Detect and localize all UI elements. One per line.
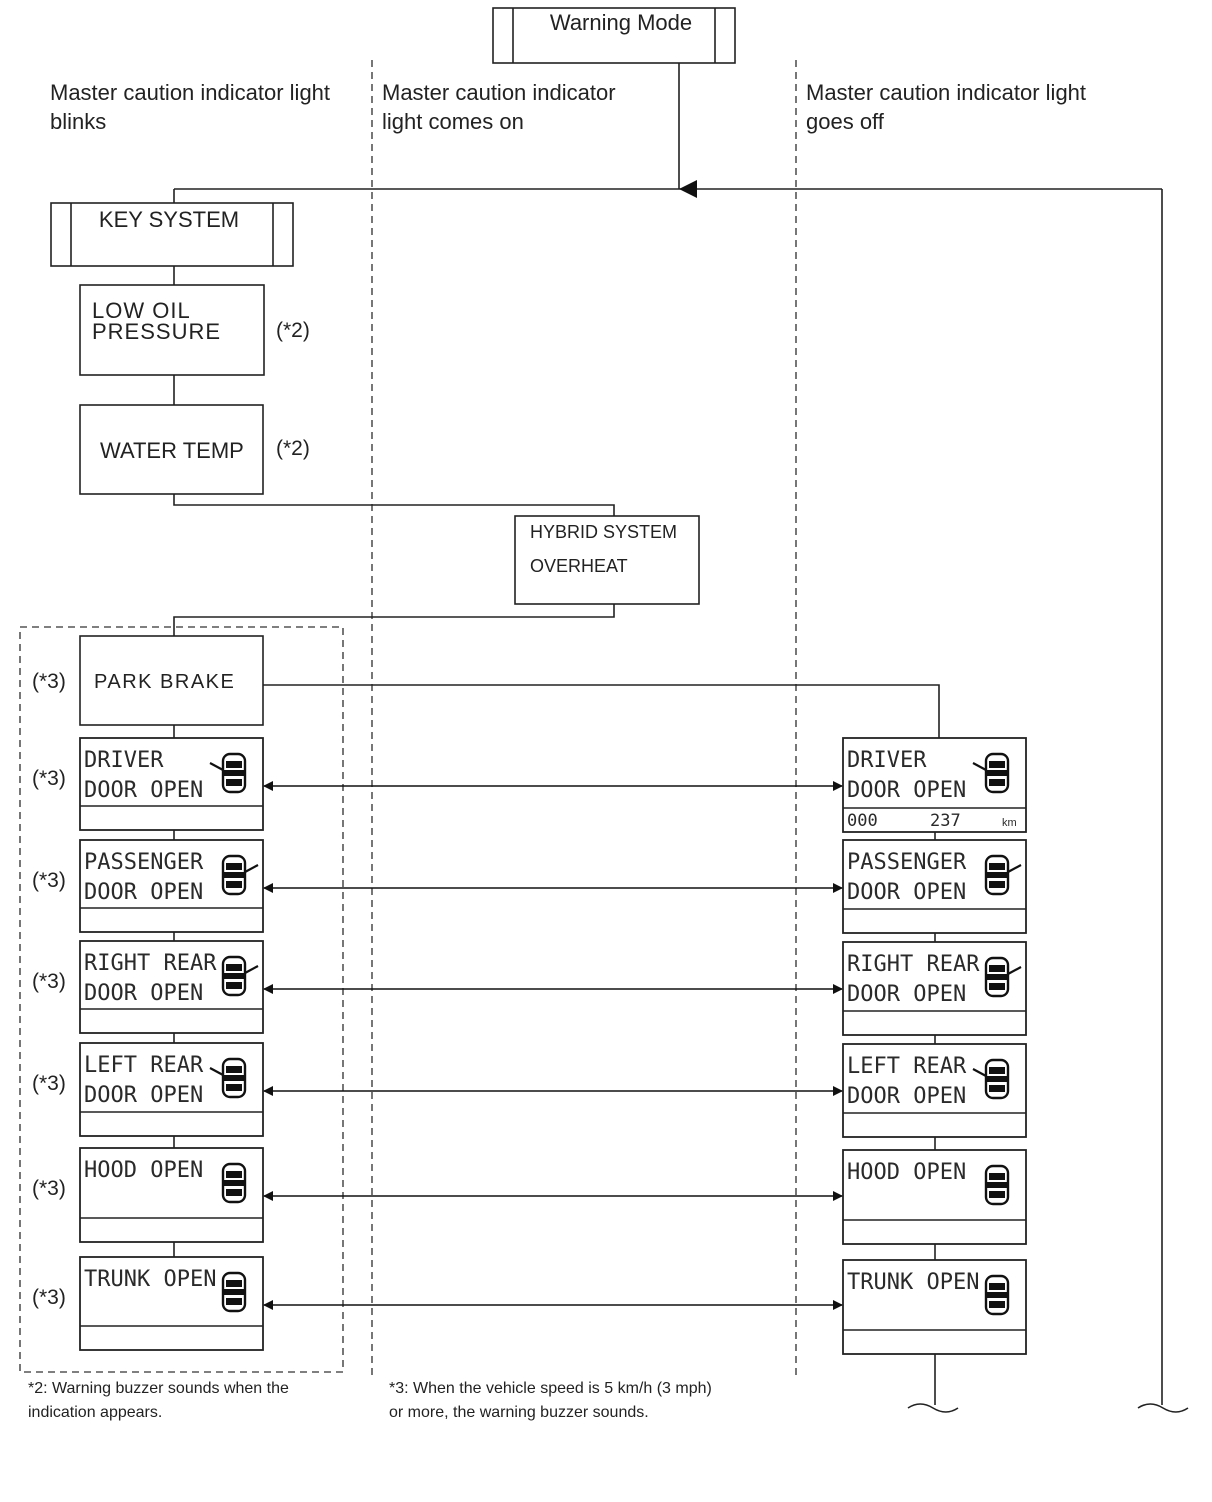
footnote-mark-right-rear: (*3) bbox=[32, 970, 66, 993]
display-left-rear-right: LEFT REAR DOOR OPEN bbox=[842, 1043, 1027, 1138]
display-passenger-left: PASSENGER DOOR OPEN bbox=[79, 839, 264, 933]
header-blinks-line1: Master caution indicator light bbox=[50, 80, 330, 105]
car-icon bbox=[209, 752, 247, 794]
display-driver-left: DRIVER DOOR OPEN bbox=[79, 737, 264, 831]
odometer-value: 237 bbox=[930, 811, 961, 831]
door-warning-group bbox=[19, 626, 344, 1373]
odometer-left: 000 bbox=[847, 811, 878, 831]
low-oil-pressure-box: LOW OIL PRESSURE bbox=[79, 284, 265, 376]
display-passenger-right-line2: DOOR OPEN bbox=[847, 880, 966, 905]
display-driver-right: DRIVER DOOR OPEN 000 237 km bbox=[842, 737, 1027, 833]
park-brake-box: PARK BRAKE bbox=[79, 635, 264, 726]
display-right-rear-left: RIGHT REAR DOOR OPEN bbox=[79, 940, 264, 1034]
hybrid-label-line1: HYBRID SYSTEM bbox=[530, 522, 677, 542]
car-icon bbox=[221, 955, 259, 997]
header-comes-on-line2: light comes on bbox=[382, 109, 524, 134]
display-left-rear-left: LEFT REAR DOOR OPEN bbox=[79, 1042, 264, 1137]
display-passenger-left-line1: PASSENGER bbox=[84, 850, 204, 875]
footnote-2-line1: *2: Warning buzzer sounds when the bbox=[28, 1380, 289, 1397]
car-icon bbox=[221, 854, 259, 896]
display-hood-left-line1: HOOD OPEN bbox=[84, 1158, 203, 1183]
header-goes-off-line2: goes off bbox=[806, 109, 885, 134]
footnote-3-line2: or more, the warning buzzer sounds. bbox=[389, 1404, 649, 1421]
car-icon bbox=[972, 752, 1010, 794]
footnote-mark-passenger: (*3) bbox=[32, 869, 66, 892]
display-driver-right-line1: DRIVER bbox=[847, 748, 927, 773]
display-left-rear-left-line1: LEFT REAR bbox=[84, 1053, 204, 1078]
odometer-unit: km bbox=[1002, 817, 1017, 829]
low-oil-label-line2: PRESSURE bbox=[92, 319, 221, 344]
display-trunk-right-line1: TRUNK OPEN bbox=[847, 1270, 979, 1295]
footnote-mark-left-rear: (*3) bbox=[32, 1072, 66, 1095]
warning-mode-box: Warning Mode bbox=[492, 7, 736, 64]
display-left-rear-right-line1: LEFT REAR bbox=[847, 1054, 967, 1079]
display-passenger-right: PASSENGER DOOR OPEN bbox=[842, 839, 1027, 934]
header-comes-on-line1: Master caution indicator bbox=[382, 80, 616, 105]
footnote-mark-driver: (*3) bbox=[32, 767, 66, 790]
merge-arrow bbox=[679, 180, 697, 198]
water-temp-footnote-mark: (*2) bbox=[276, 437, 310, 460]
car-icon bbox=[984, 956, 1022, 998]
car-icon bbox=[209, 1057, 247, 1099]
display-right-rear-left-line1: RIGHT REAR bbox=[84, 951, 217, 976]
hybrid-label-line2: OVERHEAT bbox=[530, 556, 628, 576]
footnote-mark-trunk: (*3) bbox=[32, 1286, 66, 1309]
car-icon bbox=[221, 1271, 247, 1313]
footnote-3-line1: *3: When the vehicle speed is 5 km/h (3 … bbox=[389, 1380, 712, 1397]
car-icon bbox=[221, 1162, 247, 1204]
car-icon bbox=[984, 1274, 1010, 1316]
car-icon bbox=[984, 854, 1022, 896]
display-trunk-left: TRUNK OPEN bbox=[79, 1256, 264, 1351]
key-system-box: KEY SYSTEM bbox=[50, 202, 294, 267]
display-right-rear-left-line2: DOOR OPEN bbox=[84, 981, 203, 1006]
warning-mode-title: Warning Mode bbox=[550, 10, 692, 35]
display-left-rear-right-line2: DOOR OPEN bbox=[847, 1084, 966, 1109]
display-hood-right: HOOD OPEN bbox=[842, 1149, 1027, 1245]
display-passenger-right-line1: PASSENGER bbox=[847, 850, 967, 875]
park-brake-footnote-mark: (*3) bbox=[32, 670, 66, 693]
footnote-mark-hood: (*3) bbox=[32, 1177, 66, 1200]
display-trunk-left-line1: TRUNK OPEN bbox=[84, 1267, 216, 1292]
display-right-rear-right-line1: RIGHT REAR bbox=[847, 952, 980, 977]
door-displays: DRIVER DOOR OPEN DRIVER DOOR OPEN 000 237 km (*… bbox=[32, 737, 1027, 1355]
car-icon bbox=[972, 1058, 1010, 1100]
water-temp-label: WATER TEMP bbox=[100, 438, 244, 463]
display-driver-left-line2: DOOR OPEN bbox=[84, 778, 203, 803]
display-trunk-right: TRUNK OPEN bbox=[842, 1259, 1027, 1355]
park-brake-label: PARK BRAKE bbox=[94, 671, 235, 693]
header-goes-off-line1: Master caution indicator light bbox=[806, 80, 1086, 105]
hybrid-overheat-box: HYBRID SYSTEM OVERHEAT bbox=[514, 515, 700, 605]
water-temp-box: WATER TEMP bbox=[79, 404, 264, 495]
display-hood-right-line1: HOOD OPEN bbox=[847, 1160, 966, 1185]
display-right-rear-right: RIGHT REAR DOOR OPEN bbox=[842, 941, 1027, 1036]
display-hood-left: HOOD OPEN bbox=[79, 1147, 264, 1243]
header-blinks-line2: blinks bbox=[50, 109, 106, 134]
display-left-rear-left-line2: DOOR OPEN bbox=[84, 1083, 203, 1108]
display-right-rear-right-line2: DOOR OPEN bbox=[847, 982, 966, 1007]
key-system-label: KEY SYSTEM bbox=[99, 207, 239, 232]
footnote-2-line2: indication appears. bbox=[28, 1404, 162, 1421]
display-driver-left-line1: DRIVER bbox=[84, 748, 164, 773]
car-icon bbox=[984, 1164, 1010, 1206]
flow-connectors bbox=[173, 63, 1189, 1413]
low-oil-footnote-mark: (*2) bbox=[276, 319, 310, 342]
low-oil-label-line1: LOW OIL bbox=[92, 298, 191, 323]
display-driver-right-line2: DOOR OPEN bbox=[847, 778, 966, 803]
display-passenger-left-line2: DOOR OPEN bbox=[84, 880, 203, 905]
